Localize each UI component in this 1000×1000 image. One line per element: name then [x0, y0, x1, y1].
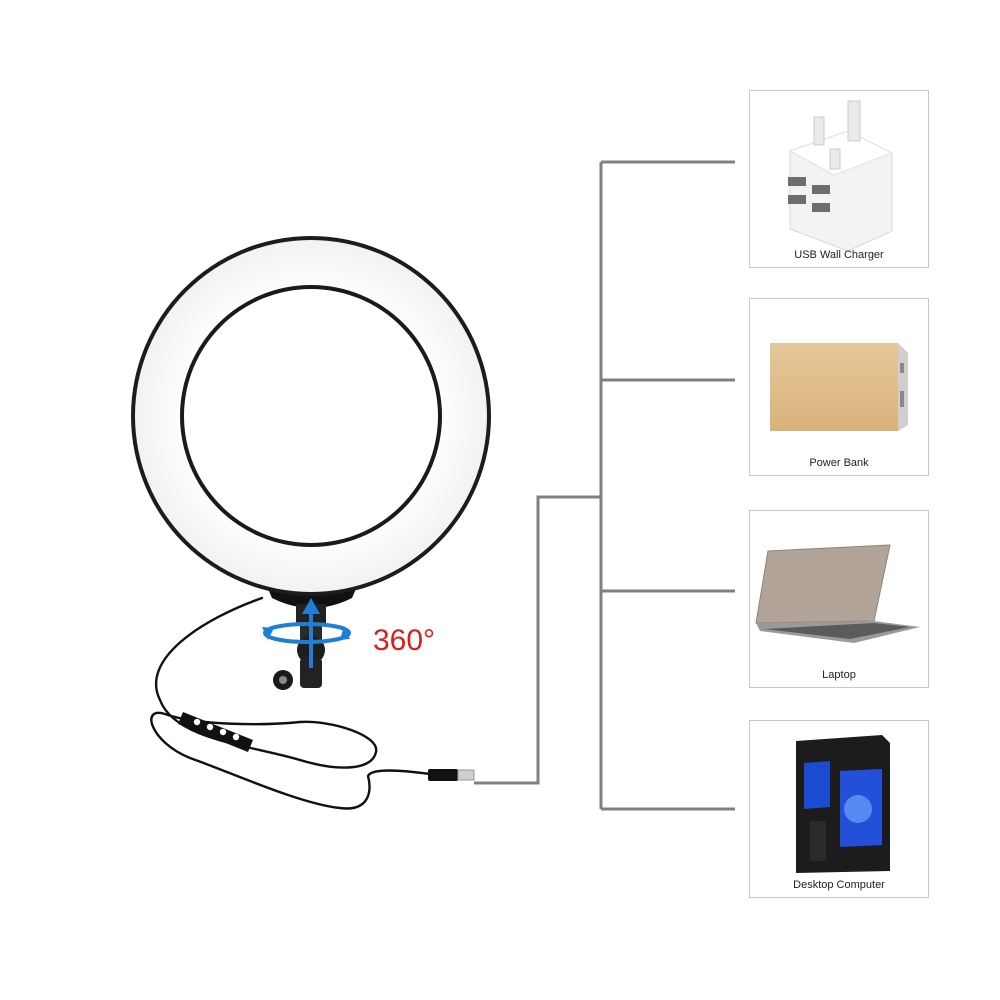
power-cable: [150, 596, 432, 810]
device-label: USB Wall Charger: [794, 249, 884, 261]
power-bank-image: [770, 343, 908, 431]
device-card-power-bank: Power Bank: [749, 298, 929, 476]
device-card-usb-wall-charger: USB Wall Charger: [749, 90, 929, 268]
usb-charger-image: [788, 100, 894, 252]
device-card-laptop: Laptop: [749, 510, 929, 688]
rotation-label: 360°: [373, 624, 436, 657]
laptop-image: [755, 544, 920, 643]
ring-light: [131, 236, 491, 608]
device-label: Desktop Computer: [793, 879, 885, 891]
desktop-computer-image: [796, 735, 890, 873]
device-card-desktop-computer: Desktop Computer: [749, 720, 929, 898]
device-label: Laptop: [822, 669, 856, 681]
usb-plug: [428, 769, 475, 781]
rotation-arrows: [262, 598, 351, 668]
ball-head-mount: [273, 604, 326, 690]
device-label: Power Bank: [809, 457, 869, 469]
inline-switch: [178, 712, 253, 752]
connector-lines: [474, 160, 735, 811]
